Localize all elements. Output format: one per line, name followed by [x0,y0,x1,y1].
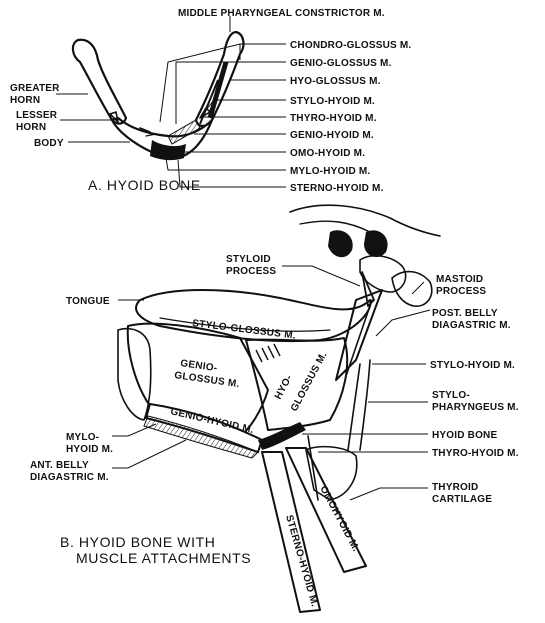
figure-a-leader-lines [56,16,286,187]
label-genio-glossus-2: GLOSSUS M. [174,370,241,390]
label-thyroid-cartilage-1: THYROID [432,482,478,493]
caption-figure-b-1: B. HYOID BONE WITH [60,534,215,550]
label-post-belly-2: DIAGASTRIC M. [432,320,511,331]
label-styloid-process-2: PROCESS [226,266,276,277]
label-chondro-glossus: CHONDRO-GLOSSUS M. [290,40,411,51]
label-hyo-glossus-1: HYO- [273,373,295,401]
label-greater-horn-2: HORN [10,95,40,106]
label-greater-horn-1: GREATER [10,83,60,94]
label-thyro-hyoid-b: THYRO-HYOID M. [432,448,519,459]
label-thyroid-cartilage-2: CARTILAGE [432,494,492,505]
label-omohyoid: OMOHYOID M. [317,484,361,553]
label-hyo-glossus-2: GLOSSUS M. [289,350,330,413]
label-stylo-hyoid-b: STYLO-HYOID M. [430,360,515,371]
hyoid-bone-drawing [73,32,244,160]
label-mylo-hyoid-a: MYLO-HYOID M. [290,166,370,177]
label-genio-glossus-a: GENIO-GLOSSUS M. [290,58,392,69]
skull-base-drawing [290,205,440,306]
caption-figure-a: A. HYOID BONE [88,177,201,193]
label-thyro-hyoid-a: THYRO-HYOID M. [290,113,377,124]
label-lesser-horn-1: LESSER [16,110,58,121]
label-mylo-hyoid-2: HYOID M. [66,444,113,455]
label-sterno-hyoid-a: STERNO-HYOID M. [290,183,384,194]
figure-a-labels: MIDDLE PHARYNGEAL CONSTRICTOR M. GREATER… [10,8,411,194]
label-hyoid-bone: HYOID BONE [432,430,497,441]
label-tongue: TONGUE [66,296,110,307]
label-mastoid-process-2: PROCESS [436,286,486,297]
figure-b-leader-lines [112,266,430,500]
label-ant-belly-1: ANT. BELLY [30,460,89,471]
caption-figure-b-2: MUSCLE ATTACHMENTS [76,550,251,566]
label-stylo-pharyngeus-1: STYLO- [432,390,470,401]
label-omo-hyoid-a: OMO-HYOID M. [290,148,365,159]
label-post-belly-1: POST. BELLY [432,308,498,319]
label-stylo-pharyngeus-2: PHARYNGEUS M. [432,402,519,413]
label-hyo-glossus-a: HYO-GLOSSUS M. [290,76,381,87]
figure-b-labels: STYLOID PROCESS TONGUE MYLO- HYOID M. AN… [30,254,519,608]
label-body: BODY [34,138,64,149]
label-stylo-hyoid-a: STYLO-HYOID M. [290,96,375,107]
label-ant-belly-2: DIAGASTRIC M. [30,472,109,483]
label-styloid-process-1: STYLOID [226,254,271,265]
label-lesser-horn-2: HORN [16,122,46,133]
label-mylo-hyoid-1: MYLO- [66,432,99,443]
label-middle-pharyngeal-constrictor: MIDDLE PHARYNGEAL CONSTRICTOR M. [178,8,385,19]
label-genio-hyoid-a: GENIO-HYOID M. [290,130,374,141]
label-mastoid-process-1: MASTOID [436,274,483,285]
